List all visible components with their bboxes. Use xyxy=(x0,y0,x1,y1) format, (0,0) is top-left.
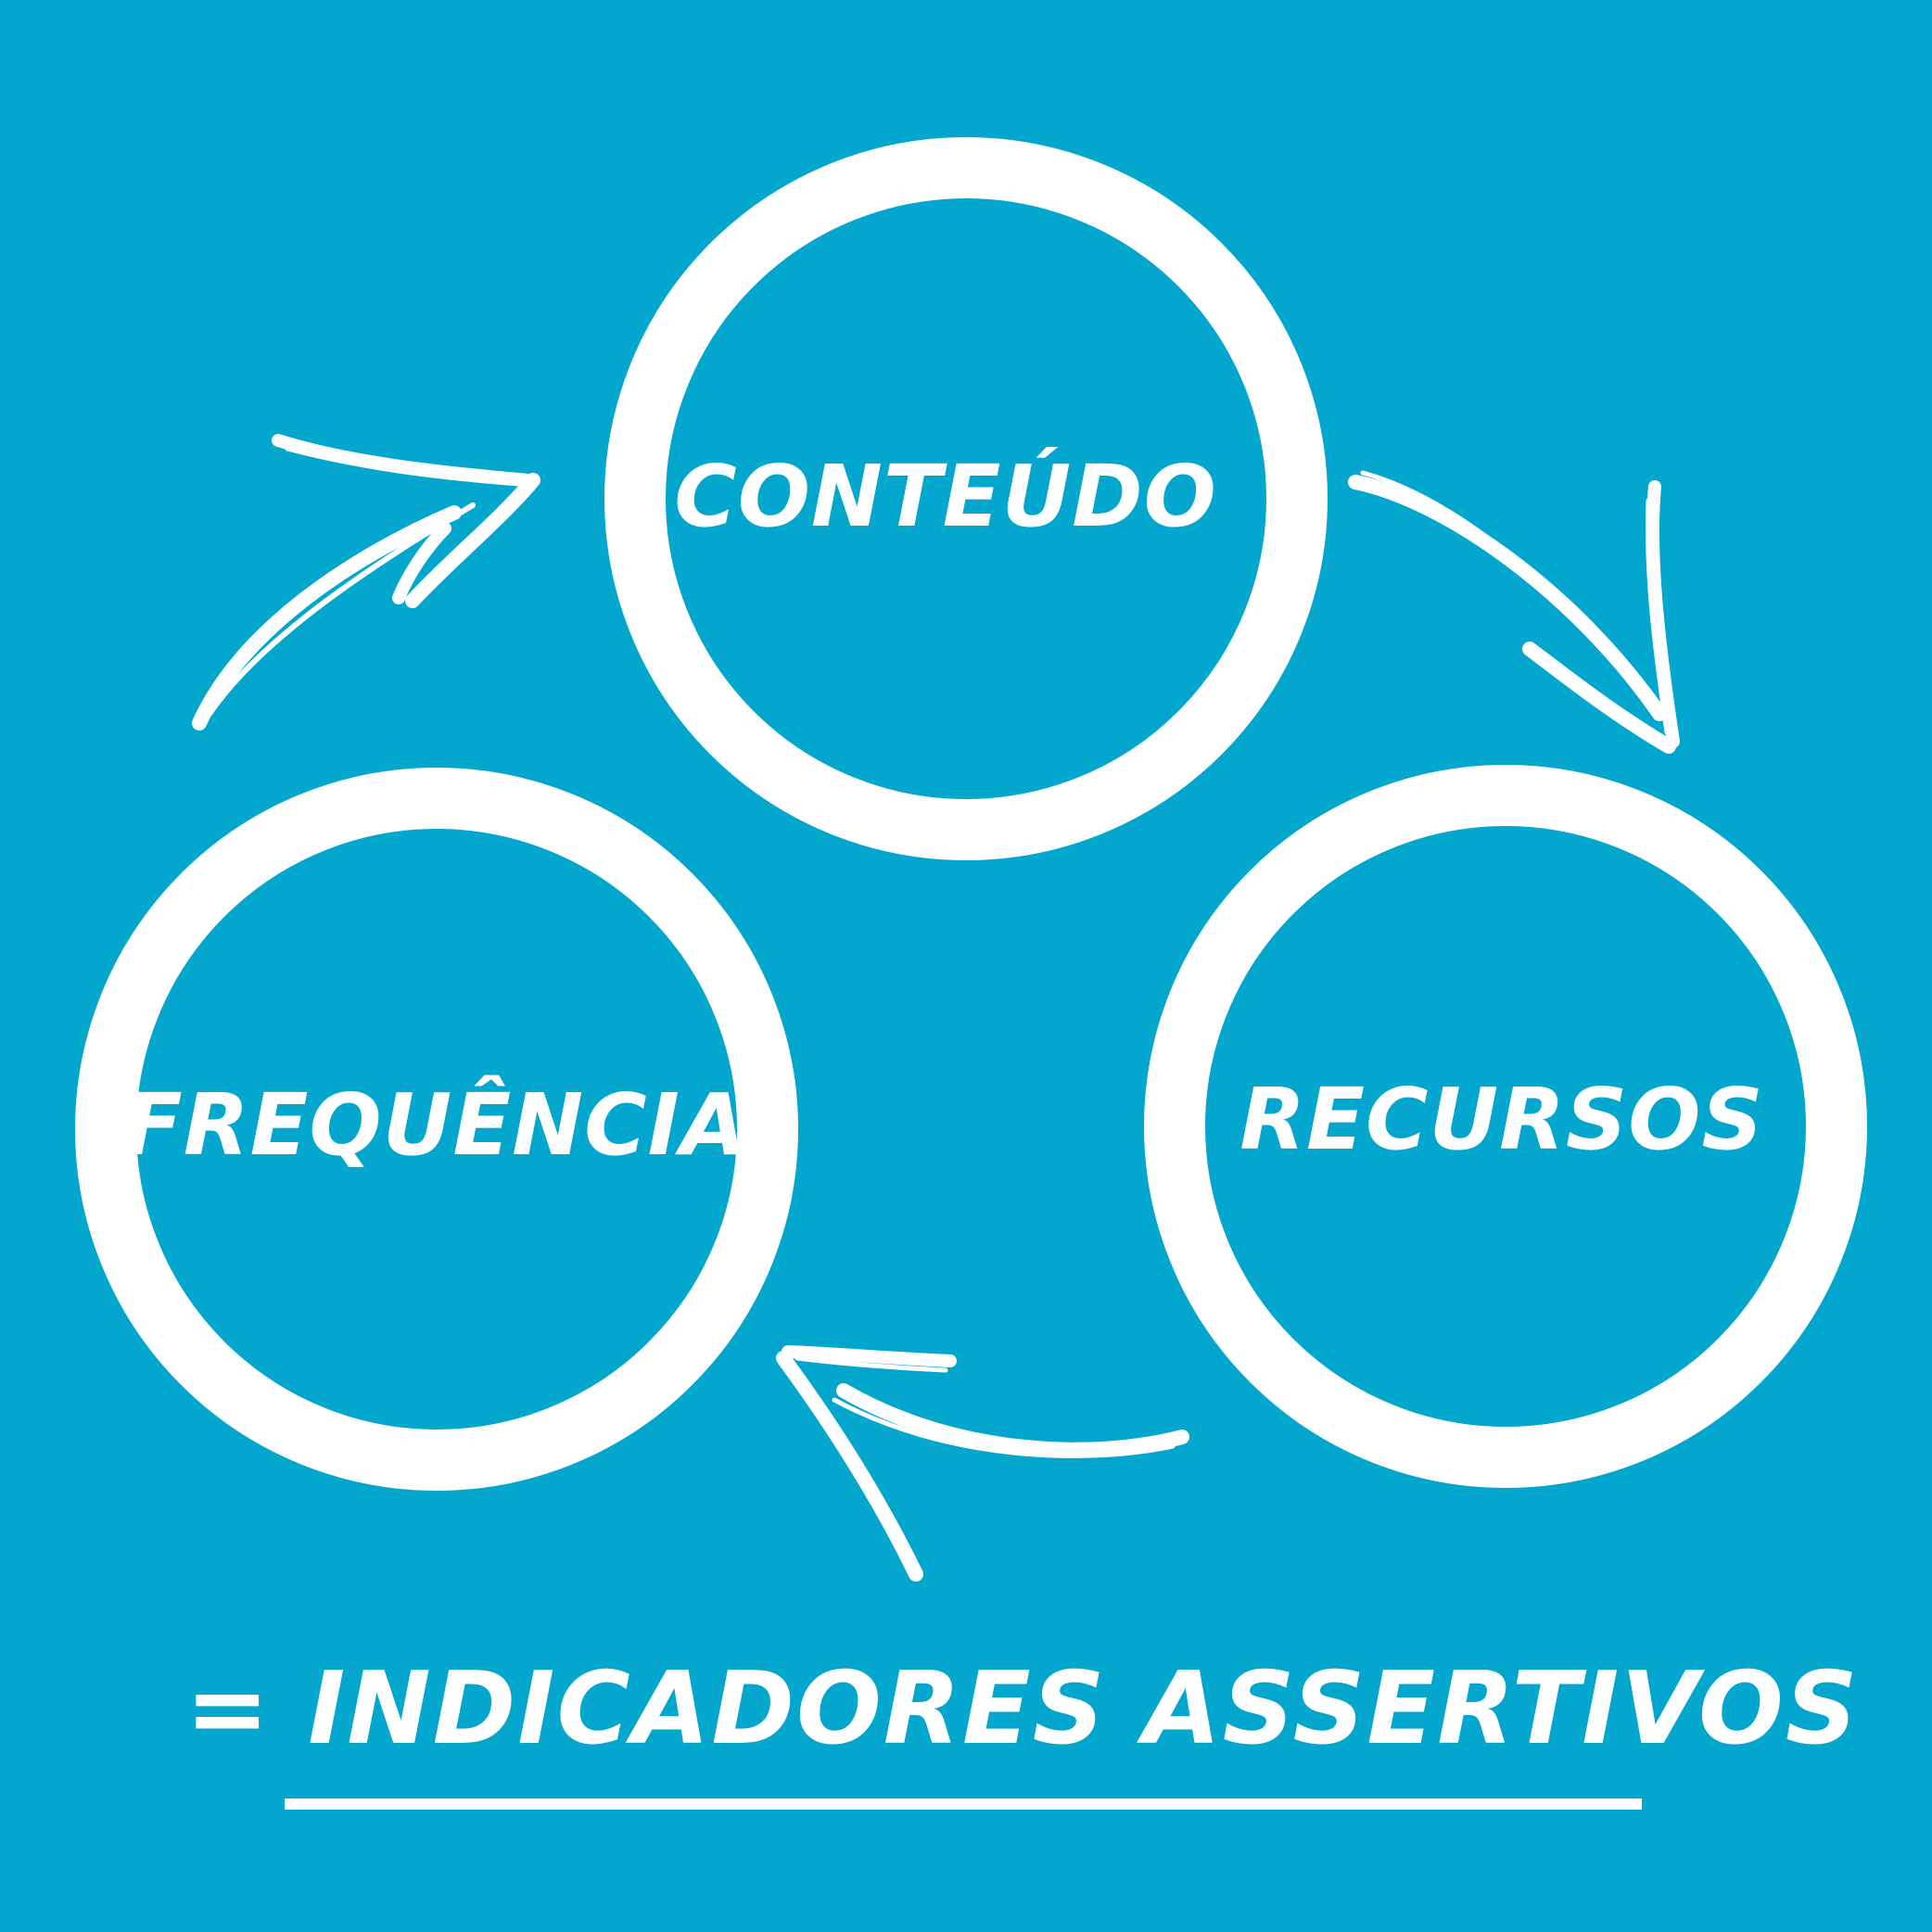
arrow-conteudo-to-recursos xyxy=(1348,470,1680,754)
footer-text: = INDICADORES ASSERTIVOS xyxy=(185,1651,1860,1767)
footer-underline xyxy=(285,1799,1642,1810)
arrow-recursos-to-frequencia xyxy=(776,1345,1189,1582)
node-label-frequencia: FREQUÊNCIA xyxy=(123,1075,748,1175)
node-label-conteudo: CONTEÚDO xyxy=(674,447,1217,546)
circle-recursos xyxy=(1144,765,1867,1488)
circle-conteudo xyxy=(604,137,1328,860)
circle-frequencia xyxy=(75,768,798,1491)
node-label-recursos: RECURSOS xyxy=(1239,1070,1764,1169)
arrow-frequencia-to-conteudo xyxy=(192,434,540,731)
